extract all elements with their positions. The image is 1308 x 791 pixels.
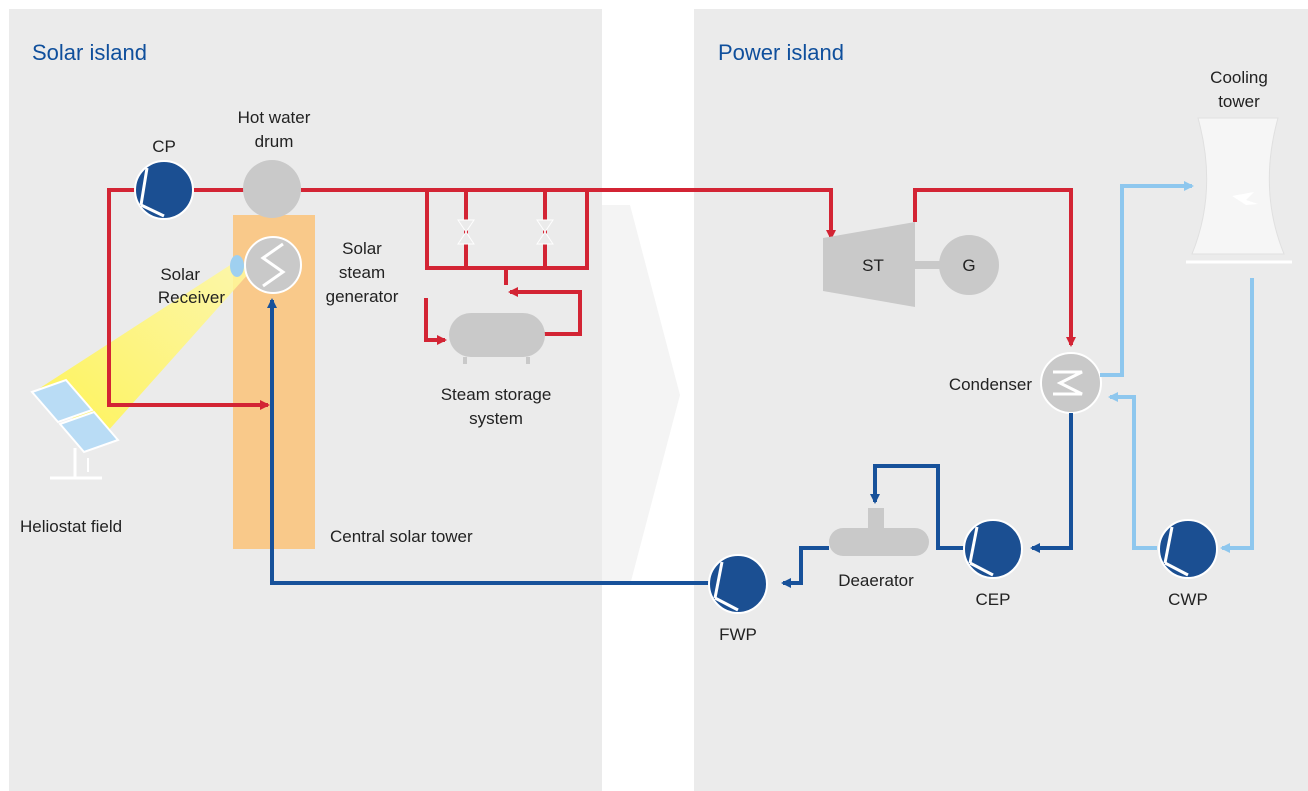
- exhaust-steam-line: [913, 188, 1076, 347]
- label-cp: CP: [152, 137, 176, 156]
- storage-return: [508, 287, 582, 336]
- label-cwp: CWP: [1168, 590, 1208, 609]
- label-solar-receiver-2: Receiver: [158, 288, 225, 307]
- feedwater-line: [267, 298, 709, 585]
- cwp-pump: [1158, 519, 1218, 579]
- label-tower: Central solar tower: [330, 527, 473, 546]
- label-condenser: Condenser: [949, 375, 1033, 394]
- label-cep: CEP: [976, 590, 1011, 609]
- cep-to-deaerator-line: [870, 464, 964, 550]
- label-g: G: [962, 256, 975, 275]
- label-storage-2: system: [469, 409, 523, 428]
- cooling-water-to-tower: [1100, 181, 1194, 377]
- label-ssg-1: Solar: [342, 239, 382, 258]
- valve-1: [457, 219, 475, 245]
- label-heliostat: Heliostat field: [20, 517, 122, 536]
- label-cooling-2: tower: [1218, 92, 1260, 111]
- transition-arrow: [602, 205, 680, 585]
- label-fwp: FWP: [719, 625, 757, 644]
- deaerator: [829, 508, 929, 556]
- fwp-pump: [708, 554, 768, 614]
- main-steam-line: [301, 188, 836, 240]
- solar-receiver: [244, 236, 302, 294]
- label-ssg-2: steam: [339, 263, 385, 282]
- sunlight-beam: [40, 260, 250, 442]
- label-st: ST: [862, 256, 884, 275]
- label-ssg-3: generator: [326, 287, 399, 306]
- cep-pump: [963, 519, 1023, 579]
- cooling-water-down: [1220, 278, 1254, 553]
- label-cooling-1: Cooling: [1210, 68, 1268, 87]
- label-solar-receiver-1: Solar: [160, 265, 200, 284]
- steam-storage-tank: [449, 313, 545, 364]
- label-deaerator: Deaerator: [838, 571, 914, 590]
- label-storage-1: Steam storage: [441, 385, 552, 404]
- storage-loop: [424, 298, 447, 345]
- valve-2: [536, 219, 554, 245]
- solar-island-title: Solar island: [32, 40, 147, 65]
- label-hot-water-drum-2: drum: [255, 132, 294, 151]
- steam-turbine: [823, 222, 915, 307]
- cooling-water-return: [1108, 392, 1157, 550]
- cooling-tower: [1186, 117, 1292, 264]
- cp-pump: [134, 160, 194, 220]
- receiver-glow: [230, 255, 244, 277]
- heliostat-icon: [30, 378, 120, 480]
- hot-water-drum: [243, 160, 301, 218]
- condensate-line: [1030, 413, 1073, 553]
- power-island-title: Power island: [718, 40, 844, 65]
- steam-line-cp-loop: [107, 188, 270, 410]
- generator: [939, 235, 999, 295]
- deaerator-to-fwp-line: [781, 546, 829, 588]
- condenser: [1040, 352, 1102, 414]
- label-hot-water-drum-1: Hot water: [238, 108, 311, 127]
